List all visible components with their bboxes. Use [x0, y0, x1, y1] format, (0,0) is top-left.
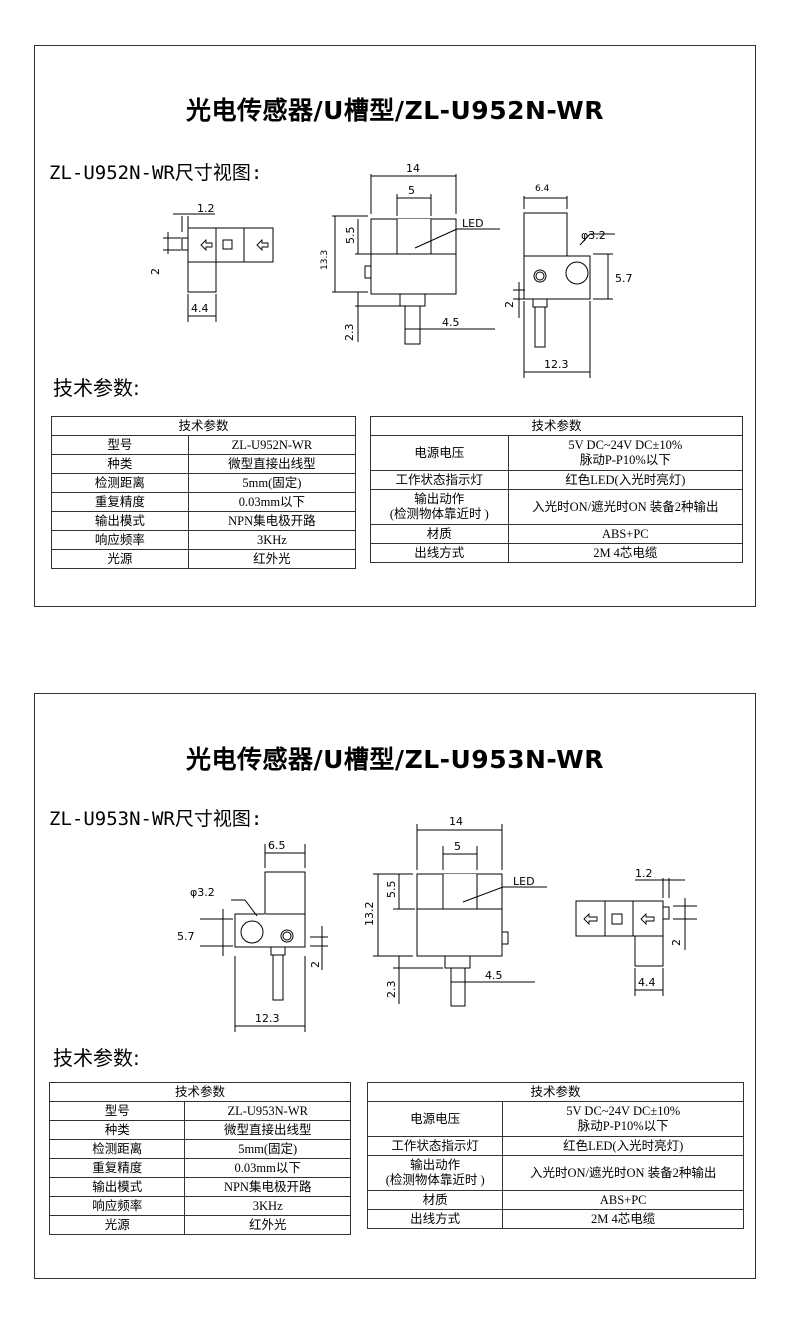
dim-label: 2.3 — [343, 324, 356, 342]
table-row: 种类微型直接出线型 — [48, 1120, 351, 1140]
dim-label: 5.5 — [344, 227, 357, 245]
dimension-view-heading: ZL-U953N-WR尺寸视图: — [49, 808, 263, 830]
spec-section-heading: 技术参数: — [53, 1046, 140, 1070]
table-row: 工作状态指示灯红色LED(入光时亮灯) — [370, 470, 744, 490]
dim-label: 14 — [449, 815, 463, 828]
table-row: 光源红外光 — [51, 549, 357, 569]
dimension-view-heading: ZL-U952N-WR尺寸视图: — [49, 162, 263, 184]
page-title: 光电传感器/U槽型/ZL-U952N-WR — [186, 96, 604, 125]
table-row: 输出动作(检测物体靠近时 )入光时ON/遮光时ON 装备2种输出 — [370, 489, 744, 525]
dim-label: 2 — [670, 939, 683, 946]
dim-label: 1.2 — [635, 867, 653, 880]
product-panel-u952: 光电传感器/U槽型/ZL-U952N-WR ZL-U952N-WR尺寸视图: — [34, 45, 756, 607]
dim-label: 13.2 — [363, 902, 376, 927]
dim-label: φ3.2 — [190, 886, 215, 899]
led-label: LED — [513, 875, 535, 888]
table-row: 光源红外光 — [48, 1215, 351, 1235]
dim-label: 5.5 — [385, 881, 398, 899]
table-row: 种类微型直接出线型 — [51, 454, 357, 474]
dim-label: 12.3 — [255, 1012, 280, 1025]
table-header: 技术参数 — [370, 416, 743, 436]
table-header: 技术参数 — [367, 1082, 744, 1102]
dim-label: 14 — [406, 162, 420, 175]
dim-label: 2 — [309, 961, 322, 968]
dim-label: 4.4 — [191, 302, 209, 315]
table-header: 技术参数 — [49, 1082, 351, 1102]
dim-label: 4.5 — [442, 316, 460, 329]
spec-section-heading: 技术参数: — [53, 376, 140, 400]
table-header: 技术参数 — [51, 416, 356, 436]
dim-label: 6.4 — [535, 184, 550, 194]
led-label: LED — [462, 217, 484, 230]
table-row: 工作状态指示灯红色LED(入光时亮灯) — [366, 1136, 744, 1156]
dim-label: 12.3 — [544, 358, 569, 371]
dimension-drawings: 6.5 φ3.2 5.7 2 12.3 14 5 5.5 13.2 LED 2.… — [177, 815, 697, 1032]
dim-label: 2.3 — [385, 981, 398, 999]
dim-label: 5.7 — [177, 930, 195, 943]
dimension-drawings: 1.2 2 4.4 14 5 5.5 13.3 LED 2.3 4.5 6.4 … — [149, 162, 633, 378]
table-row: 输出动作(检测物体靠近时 )入光时ON/遮光时ON 装备2种输出 — [366, 1155, 744, 1191]
dim-label: 5 — [454, 840, 461, 853]
dim-label: 4.4 — [638, 976, 656, 989]
dim-label: 5 — [408, 184, 415, 197]
product-panel-u953: 光电传感器/U槽型/ZL-U953N-WR ZL-U953N-WR尺寸视图: — [34, 693, 756, 1279]
dim-label: 2 — [149, 268, 162, 275]
dim-label: 4.5 — [485, 969, 503, 982]
dim-label: 5.7 — [615, 272, 633, 285]
dim-label: 6.5 — [268, 839, 286, 852]
dim-label: 2 — [503, 301, 516, 308]
dim-label: φ3.2 — [581, 229, 606, 242]
page-title: 光电传感器/U槽型/ZL-U953N-WR — [186, 745, 604, 774]
dim-label: 13.3 — [320, 250, 330, 270]
dim-label: 1.2 — [197, 202, 215, 215]
